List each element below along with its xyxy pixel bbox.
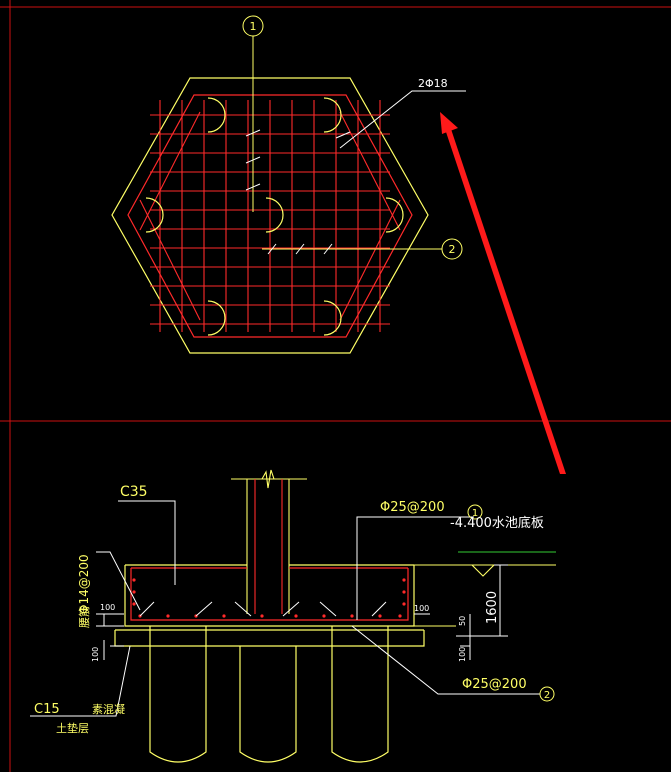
bottom-rebar-leader bbox=[351, 625, 540, 695]
rebar-dot bbox=[132, 578, 136, 582]
rebar-dot bbox=[294, 614, 298, 618]
callout-1-circle bbox=[242, 15, 264, 37]
pile-circle bbox=[145, 197, 164, 233]
pile-circle bbox=[207, 300, 226, 336]
rebar-diagonal bbox=[139, 111, 201, 231]
rebar-dot bbox=[132, 590, 136, 594]
rebar-dot bbox=[350, 614, 354, 618]
column-stub bbox=[231, 469, 307, 614]
section-callout-1: 1 bbox=[472, 508, 478, 519]
callout-2-circle bbox=[441, 238, 463, 260]
cushion-label: 土垫层 bbox=[56, 721, 89, 735]
rebar-dots bbox=[132, 578, 406, 618]
rebar-dot bbox=[378, 614, 382, 618]
top-rebar-label: 2Φ18 bbox=[418, 77, 448, 90]
section-view: C35 Φ25@200 1 -4.400水池底板 Φ14@200 腰筋 bbox=[30, 469, 556, 763]
annotation-arrow bbox=[440, 112, 566, 474]
rebar-dot bbox=[322, 614, 326, 618]
pile-circle bbox=[323, 300, 342, 336]
pile-circle bbox=[207, 97, 226, 133]
rebar-grid bbox=[139, 100, 401, 332]
pile-cap-outline bbox=[114, 564, 425, 647]
pile-circle bbox=[323, 97, 342, 133]
lean-concrete-grade: C15 bbox=[34, 702, 60, 717]
rebar-dot bbox=[402, 590, 406, 594]
rebar-ring bbox=[127, 94, 413, 338]
top-rebar-leader bbox=[356, 516, 474, 620]
side-rebar-prefix: 腰筋 bbox=[77, 606, 91, 628]
rebar-dot bbox=[222, 614, 226, 618]
callout-1-label: 1 bbox=[250, 20, 257, 33]
lean-concrete-label: 素混凝 bbox=[92, 702, 125, 716]
rebar-dot bbox=[398, 614, 402, 618]
rebar-dot bbox=[402, 602, 406, 606]
rebar-diagonal bbox=[139, 199, 201, 321]
dim-1600: 1600 bbox=[485, 591, 500, 624]
pile-circle bbox=[265, 197, 284, 233]
pool-floor-label: -4.400水池底板 bbox=[450, 515, 544, 531]
rebar-leader bbox=[339, 90, 466, 149]
plan-view: 1 2 2Φ18 bbox=[111, 15, 566, 474]
rebar-diagonal bbox=[339, 199, 401, 321]
rebar-diagonal bbox=[339, 111, 401, 231]
cap-reinforcement bbox=[130, 567, 409, 621]
piles bbox=[149, 626, 389, 763]
pool-slab bbox=[414, 551, 556, 627]
dim-100-right: 100 bbox=[414, 604, 429, 613]
rebar-dot bbox=[402, 578, 406, 582]
section-callout-2: 2 bbox=[544, 690, 550, 701]
pile-circle bbox=[385, 197, 404, 233]
hexagon-cap-outline bbox=[111, 77, 429, 354]
dim-100-left: 100 bbox=[100, 603, 115, 612]
cap-diagonal-bars bbox=[139, 601, 387, 617]
side-rebar-spec: Φ14@200 bbox=[77, 554, 91, 614]
callout-2-label: 2 bbox=[449, 243, 456, 256]
top-rebar-spec: Φ25@200 bbox=[380, 500, 445, 515]
concrete-grade-label: C35 bbox=[120, 484, 148, 500]
dim-100-right-bottom: 100 bbox=[458, 647, 467, 662]
dim-50: 50 bbox=[458, 616, 467, 626]
dim-100-bottom: 100 bbox=[91, 647, 100, 662]
pile-circles bbox=[145, 97, 404, 336]
dimensions bbox=[96, 564, 508, 660]
rebar-dot bbox=[132, 602, 136, 606]
rebar-dot bbox=[166, 614, 170, 618]
rebar-dot bbox=[260, 614, 264, 618]
bottom-rebar-spec: Φ25@200 bbox=[462, 677, 527, 692]
